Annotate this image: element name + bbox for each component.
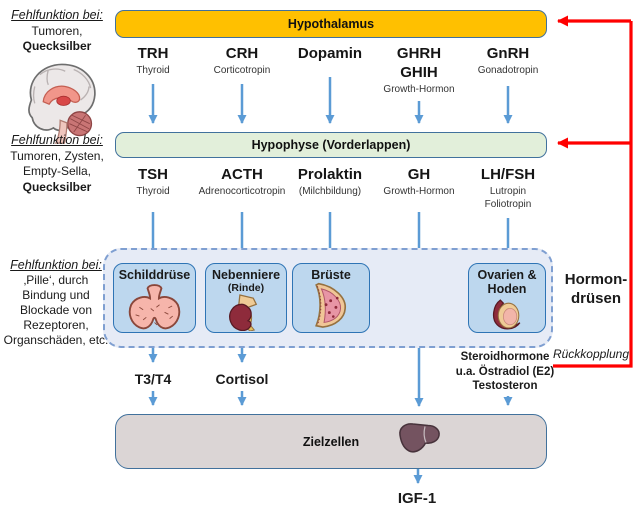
hormone-ghrh-sub: Growth-Hormon	[383, 84, 455, 95]
hypophyse-box: Hypophyse (Vorderlappen)	[115, 132, 547, 158]
hormone-gnrh-sub: Gonadotropin	[477, 65, 539, 76]
hormone-gh-sub: Growth-Hormon	[383, 186, 455, 197]
zielzellen-label: Zielzellen	[302, 434, 360, 449]
feedback-line	[553, 21, 633, 368]
hormone-gnrh: GnRH	[486, 45, 530, 62]
brain-icon	[28, 63, 96, 144]
gland-sublabel: (Rinde)	[227, 282, 265, 294]
hormone-prolaktin-sub: (Milchbildung)	[298, 186, 362, 197]
breast-icon	[315, 282, 346, 328]
hormone-ghrh: GHRH	[396, 45, 442, 62]
hormone-trh: TRH	[137, 45, 169, 62]
note-heading: Fehlfunktion bei:	[10, 258, 102, 272]
hypophyse-label: Hypophyse (Vorderlappen)	[251, 138, 411, 152]
note-hypothalamus: Fehlfunktion bei: Tumoren, Quecksilber	[2, 8, 112, 55]
note-line: Organschäden, etc.	[3, 333, 109, 347]
note-heading: Fehlfunktion bei:	[11, 133, 103, 147]
zielzellen-box: Zielzellen	[115, 414, 547, 469]
hormone-prolaktin: Prolaktin	[297, 166, 363, 183]
hormone-glands-title-line1: Hormon-	[564, 271, 628, 288]
label-cortisol: Cortisol	[215, 371, 269, 387]
ovary-icon	[492, 299, 521, 330]
label-t3t4: T3/T4	[134, 371, 172, 387]
label-igf1: IGF-1	[397, 490, 437, 507]
feedback-label: Rückkopplung	[552, 347, 629, 361]
gland-ovarien-hoden: Ovarien & Hoden	[468, 263, 546, 333]
hormone-dopamin: Dopamin	[297, 45, 363, 62]
hormone-gh: GH	[407, 166, 431, 183]
label-steroidhormone: Steroidhormone u.a. Östradiol (E2) Testo…	[456, 350, 554, 394]
hormone-crh: CRH	[225, 45, 259, 62]
note-line: Tumoren, Zysten,	[10, 148, 104, 163]
gland-label: Nebenniere	[211, 268, 281, 282]
note-line: Blockade von	[19, 303, 93, 317]
note-hypophyse: Fehlfunktion bei: Tumoren, Zysten, Empty…	[2, 133, 112, 195]
thyroid-icon	[128, 284, 181, 330]
hormone-acth: ACTH	[221, 166, 263, 183]
note-line: Quecksilber	[22, 179, 92, 194]
hormone-lhfsh-sub: Lutropin	[489, 186, 527, 197]
adrenal-kidney-icon	[229, 294, 258, 331]
note-heading: Fehlfunktion bei:	[11, 8, 103, 22]
gland-label: Schilddrüse	[118, 268, 191, 282]
hormone-crh-sub: Corticotropin	[213, 65, 271, 76]
hormone-acth-sub: Adrenocorticotropin	[198, 186, 286, 197]
hypothalamus-box: Hypothalamus	[115, 10, 547, 38]
gland-label: Ovarien &	[477, 268, 537, 282]
hormone-lhfsh-sub2: Foliotropin	[484, 199, 532, 210]
note-line: Empty-Sella,	[22, 164, 92, 178]
steroid-line3: Testosteron	[472, 380, 538, 392]
note-line: Tumoren,	[31, 23, 83, 38]
note-line: Bindung und	[22, 288, 90, 302]
hormone-lhfsh: LH/FSH	[480, 166, 536, 183]
hormone-tsh-sub: Thyroid	[136, 186, 170, 197]
hypothalamus-label: Hypothalamus	[287, 17, 375, 31]
hormone-trh-sub: Thyroid	[136, 65, 170, 76]
note-line: Quecksilber	[22, 39, 92, 53]
gland-label2: Hoden	[487, 282, 527, 296]
note-line: ‚Pille‘, durch	[23, 273, 89, 287]
hormone-tsh: TSH	[138, 166, 168, 183]
steroid-line1: Steroidhormone	[460, 351, 550, 363]
hormone-ghih: GHIH	[400, 64, 438, 81]
liver-icon	[399, 423, 440, 453]
hormone-glands-title: Hormon- drüsen	[560, 270, 632, 308]
hormone-glands-title-line2: drüsen	[570, 290, 621, 307]
gland-label: Brüste	[311, 268, 351, 282]
steroid-line2: u.a. Östradiol (E2)	[455, 365, 555, 378]
note-line: Rezeptoren,	[23, 318, 89, 332]
note-glands: Fehlfunktion bei: ‚Pille‘, durch Bindung…	[0, 258, 112, 348]
